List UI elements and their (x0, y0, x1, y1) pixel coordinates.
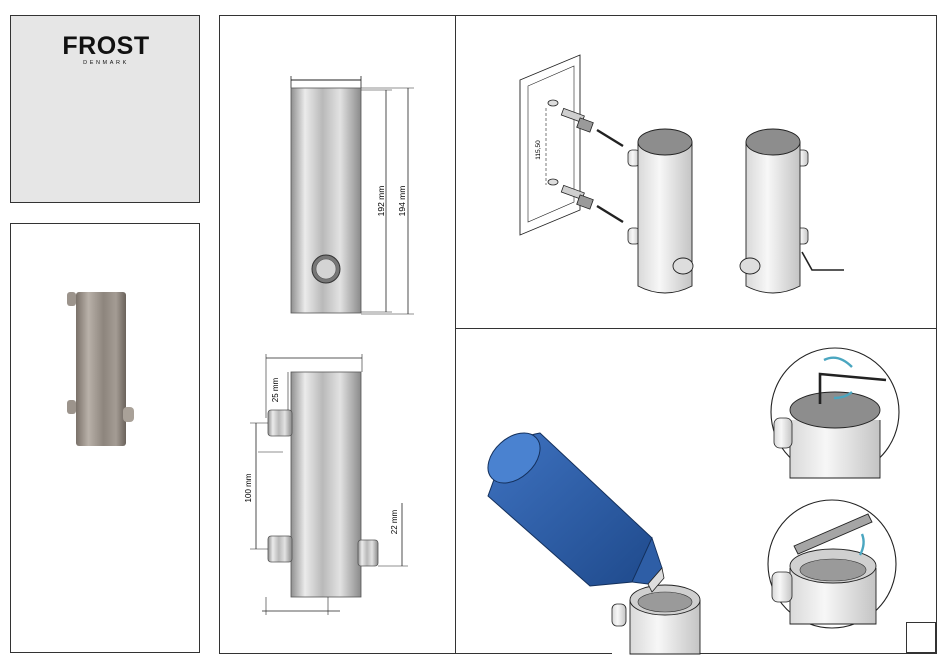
dimension-drill-spacing: 115,50 (535, 140, 542, 160)
dimension-screw-offset: 25 mm (271, 377, 280, 402)
detail-open-lid (768, 500, 896, 628)
allen-key-icon (802, 252, 844, 270)
installation-drawing (520, 55, 844, 293)
dimension-height-inner: 192 mm (376, 186, 386, 217)
dimension-button-depth: 22 mm (390, 509, 399, 534)
dimension-screw-spacing: 100 mm (244, 473, 253, 502)
front-view-drawing (291, 76, 414, 314)
page-number-box (906, 622, 936, 653)
detail-unlock-lid (771, 348, 899, 478)
refill-bottle (478, 423, 664, 592)
dimension-height-outer: 194 mm (397, 186, 407, 217)
refill-drawing (478, 423, 700, 654)
